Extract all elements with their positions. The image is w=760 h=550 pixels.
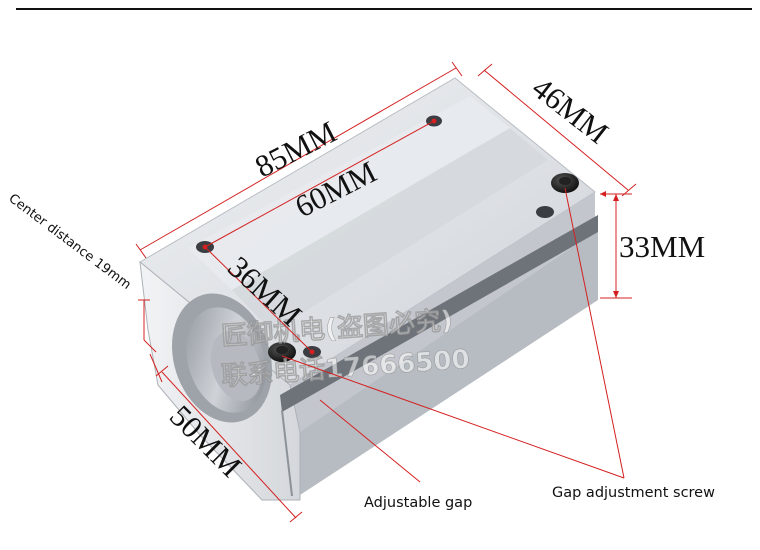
mount-hole-4 [536, 206, 554, 218]
dim-height-33: 33MM [619, 229, 705, 264]
gap-screw-front [268, 342, 296, 362]
top-rule [16, 8, 752, 10]
dimension-markers [202, 118, 619, 355]
linear-bearing-block [139, 77, 598, 501]
gap-screw-back [551, 173, 579, 193]
dim-width-46: 46MM [526, 70, 615, 151]
label-gap-adjustment-screw: Gap adjustment screw [552, 485, 715, 501]
dimension-lines [135, 61, 637, 523]
dim-center-distance: Center distance 19mm [6, 191, 134, 293]
label-adjustable-gap: Adjustable gap [364, 495, 472, 511]
